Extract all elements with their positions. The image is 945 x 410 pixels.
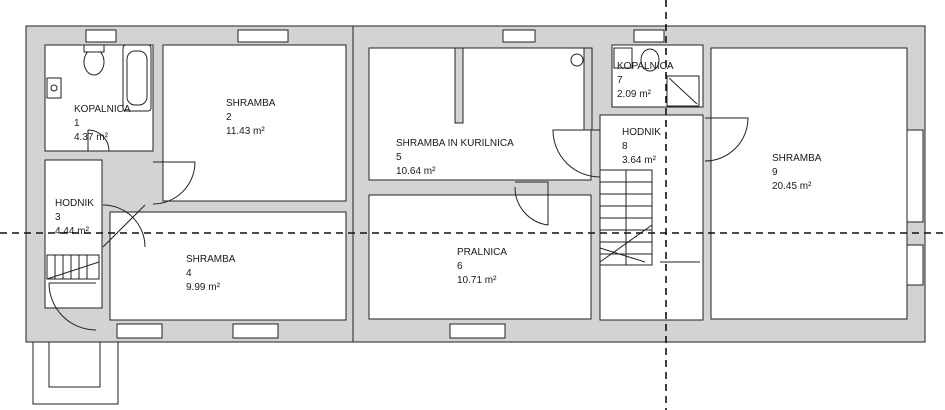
window (116, 323, 163, 339)
room-label-7: KOPALNICA 7 2.09 m² (617, 61, 674, 100)
room-interior-4 (109, 211, 347, 321)
room-area: 3.64 m² (622, 155, 657, 166)
room-label-4: SHRAMBA 4 9.99 m² (186, 254, 236, 293)
room-name: HODNIK (622, 127, 661, 138)
room-number: 7 (617, 75, 623, 86)
bathtub-inner (126, 50, 148, 106)
door-swing (48, 282, 97, 331)
drain-icon (50, 84, 58, 92)
room-label-1: KOPALNICA 1 4.37 m² (74, 104, 131, 143)
room-label-6: PRALNICA 6 10.71 m² (457, 247, 507, 286)
window (449, 323, 506, 339)
room-label-9: SHRAMBA 9 20.45 m² (772, 153, 822, 192)
room-label-5: SHRAMBA IN KURILNICA 5 10.64 m² (396, 138, 514, 177)
partition-wall (583, 47, 593, 131)
sink-icon (613, 47, 633, 69)
room-label-3: HODNIK 3 4.44 m² (55, 198, 94, 237)
room-interior-6 (368, 194, 592, 320)
room-area: 11.43 m² (226, 126, 265, 137)
room-interior-5 (368, 47, 592, 181)
partition-wall (454, 47, 464, 124)
door-swing (514, 181, 549, 226)
room-area: 4.37 m² (74, 132, 109, 143)
window (906, 244, 924, 286)
room-name: SHRAMBA (226, 98, 276, 109)
shower-drain-line (668, 77, 698, 105)
room-number: 3 (55, 212, 61, 223)
room-name: SHRAMBA (772, 153, 822, 164)
room-name: KOPALNICA (74, 104, 131, 115)
room-name: SHRAMBA (186, 254, 236, 265)
room-area: 10.71 m² (457, 275, 497, 286)
room-interior-9 (710, 47, 908, 320)
boiler-icon (570, 53, 584, 67)
door-swing (704, 117, 749, 162)
room-name: SHRAMBA IN KURILNICA (396, 138, 514, 149)
room-area: 20.45 m² (772, 181, 812, 192)
room-number: 6 (457, 261, 463, 272)
room-area: 10.64 m² (396, 166, 436, 177)
room-label-2: SHRAMBA 2 11.43 m² (226, 98, 276, 137)
door-swing (152, 161, 196, 205)
window (85, 29, 117, 43)
stairs-right (599, 169, 700, 266)
toilet-tank (83, 44, 105, 53)
room-number: 9 (772, 167, 778, 178)
room-label-8: HODNIK 8 3.64 m² (622, 127, 661, 166)
room-name: HODNIK (55, 198, 94, 209)
window (237, 29, 289, 43)
room-name: PRALNICA (457, 247, 507, 258)
door-swing (87, 129, 110, 152)
door-swing (102, 204, 146, 248)
window (232, 323, 279, 339)
toilet-icon (83, 48, 105, 76)
room-name: KOPALNICA (617, 61, 674, 72)
stairs-left (46, 254, 100, 280)
room-number: 4 (186, 268, 192, 279)
toilet-icon (640, 48, 660, 72)
room-area: 9.99 m² (186, 282, 221, 293)
room-interior-2 (162, 44, 347, 202)
window (906, 129, 924, 223)
room-area: 4.44 m² (55, 226, 90, 237)
room-number: 2 (226, 112, 232, 123)
window (633, 29, 665, 43)
entrance-porch (32, 341, 119, 405)
room-number: 5 (396, 152, 402, 163)
room-number: 8 (622, 141, 628, 152)
room-area: 2.09 m² (617, 89, 652, 100)
window (502, 29, 536, 43)
door-swing (552, 129, 601, 178)
entrance-porch-inner (48, 341, 101, 388)
room-number: 1 (74, 118, 80, 129)
